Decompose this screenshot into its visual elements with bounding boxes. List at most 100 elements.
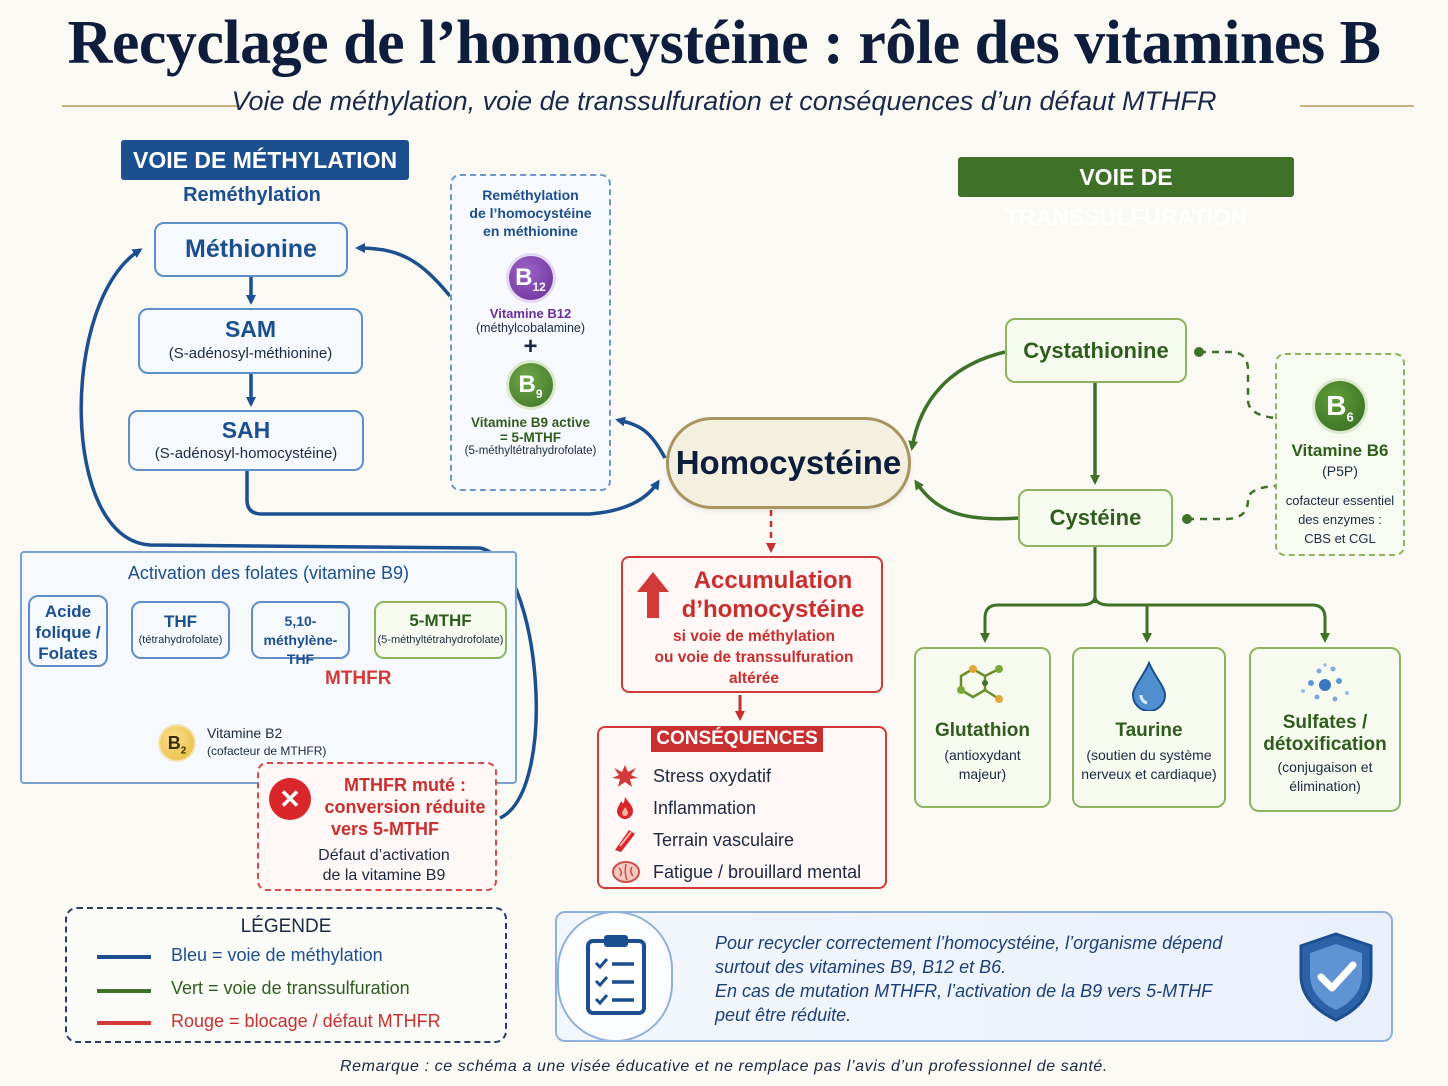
taurine-desc-2: nerveux et cardiaque) — [1081, 766, 1217, 782]
sam-label: SAM — [224, 316, 277, 342]
taurine-card: Taurine (soutien du système nerveux et c… — [1072, 647, 1226, 808]
legend-swatch-red — [97, 1021, 151, 1025]
taurine-title: Taurine — [1115, 720, 1183, 741]
transsulfuration-header: VOIE DE TRANSSULFURATION — [958, 157, 1294, 230]
b9-eq: = 5-MTHF — [499, 430, 562, 445]
mthfr-mutation-box: ✕ MTHFR muté : conversion réduite vers 5… — [257, 762, 497, 891]
thf-full-label: (tétrahydrofolate) — [138, 634, 223, 646]
accumulation-title-2: d’homocystéine — [681, 596, 865, 623]
mthfr-enzyme-label: MTHFR — [325, 668, 392, 689]
brain-icon — [612, 861, 640, 883]
methionine-label: Méthionine — [185, 235, 317, 263]
consequence-item: Fatigue / brouillard mental — [611, 856, 861, 888]
info-line-2: surtout des vitamines B9, B12 et B6. — [715, 957, 1007, 977]
legend-label-blue: Bleu = voie de méthylation — [171, 945, 383, 965]
cysteine-label: Cystéine — [1049, 505, 1142, 530]
folate-title: Activation des folates (vitamine B9) — [127, 563, 410, 583]
particles-icon — [1301, 663, 1349, 702]
info-banner: Pour recycler correctement l’homocystéin… — [555, 911, 1393, 1042]
title-rule-right — [1300, 105, 1414, 107]
glutathion-card: Glutathion (antioxydant majeur) — [914, 647, 1051, 808]
b6-desc-2: des enzymes : — [1298, 512, 1382, 527]
page-subtitle: Voie de méthylation, voie de transsulfur… — [231, 86, 1217, 116]
taurine-desc-1: (soutien du système — [1086, 747, 1212, 763]
arrow-cysteine-homocysteine — [914, 479, 1019, 521]
arrow-remethylation-to-methionine — [355, 243, 452, 298]
accumulation-title-1: Accumulation — [693, 567, 853, 594]
b6-desc-1: cofacteur essentiel — [1285, 493, 1395, 508]
remethylation-vitamins-box: Reméthylation de l’homocystéine en méthi… — [450, 174, 611, 491]
clipboard-checklist-icon — [586, 935, 646, 1015]
b2-name: Vitamine B2 — [207, 725, 283, 741]
methylation-header: VOIE DE MÉTHYLATION — [121, 140, 410, 180]
sam-full-label: (S-adénosyl-méthionine) — [168, 345, 333, 362]
b2-desc: (cofacteur de MTHFR) — [207, 744, 327, 758]
flame-icon — [617, 797, 633, 819]
accumulation-desc-3: altérée — [729, 670, 779, 687]
sulfates-desc-1: (conjugaison et — [1277, 759, 1373, 775]
mthf-label: 5-MTHF — [409, 611, 472, 630]
arrow-homocysteine-remethylation — [615, 416, 667, 459]
methylene-label-1: 5,10- — [284, 613, 317, 629]
vessel-icon — [615, 830, 635, 852]
b6-badge-icon: B6 — [1315, 381, 1365, 431]
glutathion-desc-1: (antioxydant — [944, 747, 1021, 763]
b12-form: (méthylcobalamine) — [475, 321, 586, 335]
plus-sign: + — [523, 333, 538, 360]
consequences-list: Stress oxydatif Inflammation Terrain vas… — [611, 760, 861, 888]
glutathion-title: Glutathion — [935, 720, 1030, 741]
sulfates-title-2: détoxification — [1263, 734, 1387, 755]
title-rule-left — [62, 105, 240, 107]
sah-full-label: (S-adénosyl-homocystéine) — [154, 445, 338, 462]
consequence-item: Terrain vasculaire — [611, 824, 861, 856]
methylene-label-2: méthylène-THF — [263, 632, 338, 667]
thf-node: THF (tétrahydrofolate) — [131, 601, 230, 659]
b12-name: Vitamine B12 — [489, 306, 572, 321]
mutation-title-1: MTHFR muté : — [344, 775, 466, 795]
acide-label-2: folique / — [35, 623, 101, 642]
sah-node: SAH (S-adénosyl-homocystéine) — [128, 410, 364, 471]
legend-label-green: Vert = voie de transsulfuration — [171, 978, 410, 998]
cystathionine-node: Cystathionine — [1005, 318, 1187, 383]
loop-arrow-to-methionine — [79, 248, 538, 820]
consequence-label-3: Fatigue / brouillard mental — [653, 861, 862, 882]
sam-node: SAM (S-adénosyl-méthionine) — [138, 308, 363, 374]
sulfates-title-1: Sulfates / — [1282, 712, 1368, 733]
consequences-header: CONSÉQUENCES — [651, 726, 823, 752]
info-line-1: Pour recycler correctement l’homocystéin… — [715, 933, 1223, 953]
mthf-node: 5-MTHF (5-méthyltétrahydrofolate) — [374, 601, 507, 659]
mutation-title-3: vers 5-MTHF — [331, 819, 440, 839]
mutation-title-2: conversion réduite — [324, 797, 486, 817]
methylene-thf-node: 5,10- méthylène-THF — [251, 601, 350, 667]
folate-activation-box — [20, 551, 517, 784]
b9-name: Vitamine B9 active — [470, 415, 591, 430]
remethylation-title-3: en méthionine — [483, 223, 578, 239]
b6-name: Vitamine B6 — [1291, 441, 1389, 460]
b9-badge-icon: B9 — [508, 363, 553, 407]
legend-box: LÉGENDE Bleu = voie de méthylation Vert … — [65, 907, 507, 1043]
accumulation-box: Accumulation d’homocystéine si voie de m… — [621, 556, 883, 693]
thf-label: THF — [163, 612, 198, 631]
accumulation-desc-2: ou voie de transsulfuration — [654, 649, 854, 666]
acide-label-3: Folates — [38, 644, 98, 663]
remethylation-title-1: Reméthylation — [482, 187, 579, 203]
b6-cofactor-box: B6 Vitamine B6 (P5P) cofacteur essentiel… — [1275, 353, 1405, 556]
homocysteine-node: Homocystéine — [666, 417, 911, 509]
consequence-label-0: Stress oxydatif — [653, 765, 772, 786]
b6-form: (P5P) — [1322, 463, 1358, 479]
molecule-icon — [956, 665, 1003, 703]
legend-swatch-blue — [97, 955, 151, 959]
consequence-item: Stress oxydatif — [611, 760, 861, 792]
acide-label-1: Acide — [44, 602, 92, 621]
methionine-node: Méthionine — [154, 222, 348, 277]
mthf-full-label: (5-méthyltétrahydrofolate) — [377, 634, 504, 646]
page-title: Recyclage de l’homocystéine : rôle des v… — [67, 9, 1381, 77]
error-x-icon: ✕ — [269, 778, 311, 820]
sulfates-card: Sulfates / détoxification (conjugaison e… — [1249, 647, 1401, 812]
legend-label-red: Rouge = blocage / défaut MTHFR — [171, 1011, 441, 1031]
remethylation-title-2: de l’homocystéine — [469, 205, 592, 221]
glutathion-desc-2: majeur) — [958, 766, 1007, 782]
info-line-3: En cas de mutation MTHFR, l’activation d… — [715, 981, 1213, 1001]
cysteine-node: Cystéine — [1018, 489, 1173, 547]
cystathionine-label: Cystathionine — [1023, 338, 1169, 363]
